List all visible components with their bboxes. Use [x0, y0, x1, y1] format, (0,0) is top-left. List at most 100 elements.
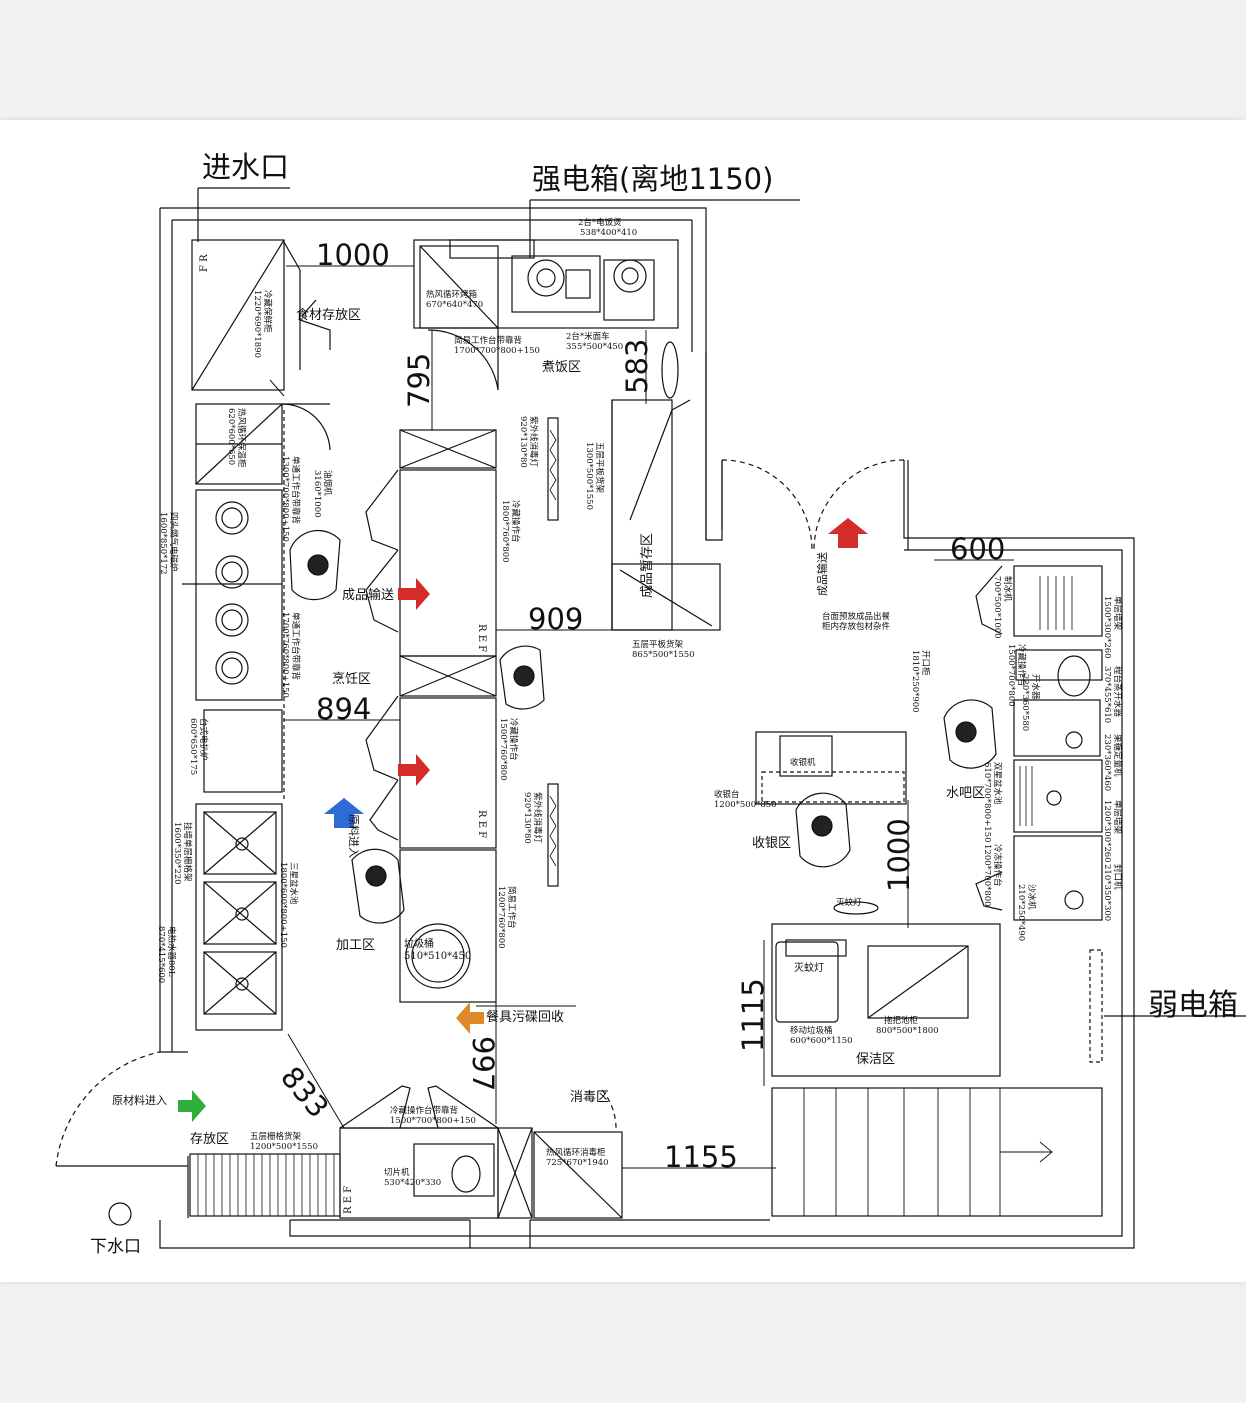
cold-bench-4-size: 1500*700*800 — [1006, 644, 1016, 707]
stove4-size: 1600*850*172 — [158, 512, 168, 575]
disinfect-zone-label: 消毒区 — [570, 1090, 610, 1105]
drawing-sheet: 进水口 强电箱(离地1150) 弱电箱 下水口 1000 795 583 909… — [0, 120, 1246, 1282]
cashier-zone: 收银区 — [752, 836, 792, 851]
dim-997: 997 — [466, 1036, 500, 1092]
island-top — [399, 429, 497, 469]
rice-cooker-label: 2台*电饭煲 — [578, 218, 622, 228]
dim-1155: 1155 — [664, 1140, 738, 1174]
rice-cooker-1 — [511, 255, 601, 313]
simple-bench-back-label: 简易工作台带靠背 — [454, 336, 523, 346]
rice-cooker-2 — [603, 259, 655, 321]
cashier-table — [755, 731, 907, 805]
triple-sink-label: 三星盆水池 — [288, 862, 298, 905]
double-sink-label: 双星盆水池 — [992, 762, 1002, 805]
ice-machine-size: 700*500*1000 — [992, 576, 1002, 639]
floor-plan — [55, 187, 1246, 1249]
ice-machine-label: 制冰机 — [1002, 576, 1012, 602]
dim-1115: 1115 — [736, 978, 770, 1052]
double-sink-size: 610*700*800+150 — [982, 762, 992, 843]
counter-note-2: 柜内存放包材杂件 — [822, 622, 891, 632]
heater-size: 870*415*600 — [156, 926, 166, 984]
ref-tag-4: F R — [199, 254, 210, 272]
finished-out2-label: 成品输送 — [816, 552, 829, 596]
tea-machine-size: 230*360*460 — [1102, 734, 1112, 792]
ice-cab-size: 1200*700*800 — [982, 844, 992, 907]
cold-bench-3-label: 冷藏操作台带靠背 — [390, 1106, 459, 1116]
bug-lamp-shape — [833, 901, 879, 915]
uv2-size: 920*130*80 — [522, 792, 532, 844]
sink-rack-label: 挂墙单层栅格架 — [182, 822, 192, 882]
simple-bench-label: 简易工作台 — [506, 886, 516, 929]
cold-bench-2-size: 1500*760*800 — [498, 718, 508, 781]
clean-zone — [771, 923, 1001, 1077]
steamer-label: 2台*米面车 — [566, 332, 610, 342]
weak-box-label: 弱电箱 — [1148, 988, 1238, 1023]
rice-cooker-size: 538*400*410 — [580, 228, 638, 238]
shelf5-a-size: 1300*500*1550 — [584, 442, 594, 510]
uv1-label: 紫外线消毒灯 — [528, 416, 538, 468]
bench-back-1-size: 1300*700*800+150 — [280, 456, 290, 542]
hot-counter-size: 620*600*650 — [226, 408, 236, 466]
blender-size: 210*250*490 — [1016, 884, 1026, 942]
flow-arrows — [178, 518, 868, 1122]
cashier-table-size: 1200*500*850 — [714, 800, 777, 810]
cold-bench-3-size: 1500*700*800+150 — [390, 1116, 476, 1126]
single-rack2-size: 1200*300*260 — [1102, 800, 1112, 863]
sink-bank — [195, 803, 283, 1031]
kettle-size: 220*360*580 — [1020, 674, 1030, 732]
cook-zone: 烹饪区 — [332, 672, 372, 687]
cold-bench-1-label: 冷藏操作台 — [510, 500, 520, 543]
simple-bench — [399, 849, 497, 1003]
fridge-left — [191, 239, 285, 391]
triple-sink-size: 1800*600*800+150 — [278, 862, 288, 948]
grid-shelf — [189, 1153, 341, 1217]
mobile-trash-size: 600*600*1150 — [790, 1036, 853, 1046]
top-cluster — [413, 239, 679, 329]
strong-box — [449, 239, 535, 259]
boiler-label: 程台蒸开水器 — [1112, 666, 1122, 718]
steamer-size: 355*500*450 — [566, 342, 624, 352]
ice-cab-label: 冷冻操作台 — [992, 844, 1002, 887]
cold-bench-2-label: 冷藏操作台 — [508, 718, 518, 761]
heater-label: 电热水器80L — [166, 926, 176, 977]
sink-rack-size: 1600*350*220 — [172, 822, 182, 885]
dim-894: 894 — [316, 692, 372, 726]
finished-temp-label: 成品暂存区 — [640, 532, 655, 598]
finished-out-label: 成品输送 — [342, 588, 395, 603]
stove4-label: 四头燃气电磁炉 — [168, 512, 178, 572]
clean-zone-label: 保洁区 — [856, 1052, 896, 1067]
shelf5-b-label: 五层平板货架 — [632, 640, 684, 650]
blender-label: 沙冰机 — [1026, 884, 1036, 910]
uv-lamp-1 — [547, 417, 559, 521]
open-cabinet-size: 1810*250*900 — [910, 650, 920, 713]
kettle-label: 开水器 — [1030, 674, 1040, 700]
disinfect-cab-size: 725*670*1940 — [546, 1158, 609, 1168]
dimension-lines — [269, 265, 1014, 1169]
sealer-size: 210*350*300 — [1102, 864, 1112, 922]
dim-1000-top: 1000 — [316, 238, 390, 272]
water-bar-zone: 水吧区 — [946, 786, 986, 801]
dim-1000-right: 1000 — [882, 818, 916, 892]
sealer-label: 封口机 — [1112, 864, 1122, 890]
counter-note-1: 台面预放成品出餐 — [822, 612, 891, 622]
fridge-left-label: 冷藏保鲜柜 — [262, 290, 272, 333]
uv-lamp-2 — [547, 783, 559, 887]
bench-back-2-size: 1700*760*800+150 — [280, 612, 290, 698]
drain — [108, 1202, 132, 1226]
drain-label: 下水口 — [90, 1237, 141, 1257]
shelf5-c-label: 五层栅格货架 — [250, 1132, 302, 1142]
outer-walls — [56, 207, 1135, 1249]
stair-area — [771, 1087, 1103, 1217]
single-wall-rack — [1013, 565, 1103, 637]
table-griddle-size: 600*650*175 — [188, 718, 198, 776]
trash-label: 垃圾桶 — [404, 939, 434, 950]
raw-in-label: 原材料进入 — [112, 1094, 167, 1107]
trash-size: 510*510*450 — [404, 951, 472, 962]
chef-figures — [289, 529, 997, 924]
uv2-label: 紫外线消毒灯 — [532, 792, 542, 844]
dim-909: 909 — [528, 602, 584, 636]
bench-back-2-label: 单通工作台带靠背 — [290, 612, 300, 681]
table-griddle-label: 台式电扒炉 — [198, 718, 208, 761]
cashier-machine — [779, 735, 833, 777]
raw-material-in-vertical: 原料进入 — [347, 814, 360, 858]
